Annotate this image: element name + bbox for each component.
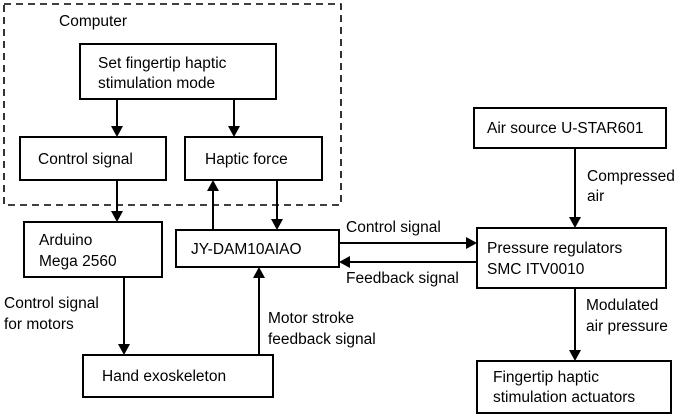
edge-arduino-to-exoskeleton — [118, 277, 130, 355]
modulated-pressure-edge-label-line-2: air pressure — [586, 318, 668, 335]
hand-exoskeleton-node-label: Hand exoskeleton — [102, 368, 226, 385]
pressure-regulators-node: Pressure regulators SMC ITV0010 — [476, 227, 667, 289]
motor-feedback-edge-label-line-2: feedback signal — [268, 331, 376, 348]
control-signal-node: Control signal — [19, 136, 167, 181]
edge-setmode-to-control-signal — [111, 99, 123, 137]
feedback-signal-edge-label: Feedback signal — [346, 270, 459, 287]
air-source-node: Air source U-STAR601 — [473, 107, 667, 149]
haptic-force-node-label: Haptic force — [205, 151, 288, 168]
arduino-label-line-2: Mega 2560 — [39, 253, 117, 270]
set-mode-label-line-1: Set fingertip haptic — [98, 55, 227, 72]
set-mode-label-line-2: stimulation mode — [98, 75, 215, 92]
control-signal-node-label: Control signal — [38, 151, 133, 168]
fingertip-actuators-node: Fingertip haptic stimulation actuators — [476, 360, 672, 414]
edge-regulators-to-daq — [339, 256, 477, 268]
edge-daq-to-haptic-force — [207, 180, 219, 230]
edge-daq-to-regulators — [339, 237, 477, 249]
edge-setmode-to-haptic-force — [228, 99, 240, 137]
fingertip-actuators-label-line-1: Fingertip haptic — [493, 369, 599, 386]
edge-exoskeleton-to-daq — [253, 267, 265, 355]
daq-node: JY-DAM10AIAO — [175, 229, 340, 268]
motor-control-edge-label-line-1: Control signal — [4, 295, 99, 312]
arduino-node: Arduino Mega 2560 — [23, 221, 163, 278]
motor-feedback-edge-label-line-1: Motor stroke — [268, 310, 354, 327]
modulated-pressure-edge-label-line-1: Modulated — [586, 297, 658, 314]
haptic-force-node: Haptic force — [184, 136, 323, 181]
edge-control-signal-to-arduino — [111, 180, 123, 222]
motor-control-edge-label-line-2: for motors — [4, 316, 74, 333]
set-mode-node: Set fingertip haptic stimulation mode — [79, 43, 277, 100]
air-source-node-label: Air source U-STAR601 — [487, 120, 643, 137]
compressed-air-edge-label-line-2: air — [587, 188, 604, 205]
hand-exoskeleton-node: Hand exoskeleton — [82, 354, 274, 398]
fingertip-actuators-label-line-2: stimulation actuators — [493, 389, 635, 406]
compressed-air-edge-label-line-1: Compressed — [587, 168, 675, 185]
arduino-label-line-1: Arduino — [39, 232, 92, 249]
pressure-regulators-label-line-2: SMC ITV0010 — [487, 261, 585, 278]
edge-regulators-to-actuators — [569, 288, 581, 361]
computer-group — [3, 3, 342, 206]
edge-air-source-to-regulators — [569, 148, 581, 228]
daq-node-label: JY-DAM10AIAO — [191, 241, 302, 258]
edge-haptic-force-to-daq — [271, 180, 283, 230]
pressure-regulators-label-line-1: Pressure regulators — [487, 240, 623, 257]
computer-group-label: Computer — [59, 13, 127, 30]
control-signal-edge-label: Control signal — [346, 219, 441, 236]
